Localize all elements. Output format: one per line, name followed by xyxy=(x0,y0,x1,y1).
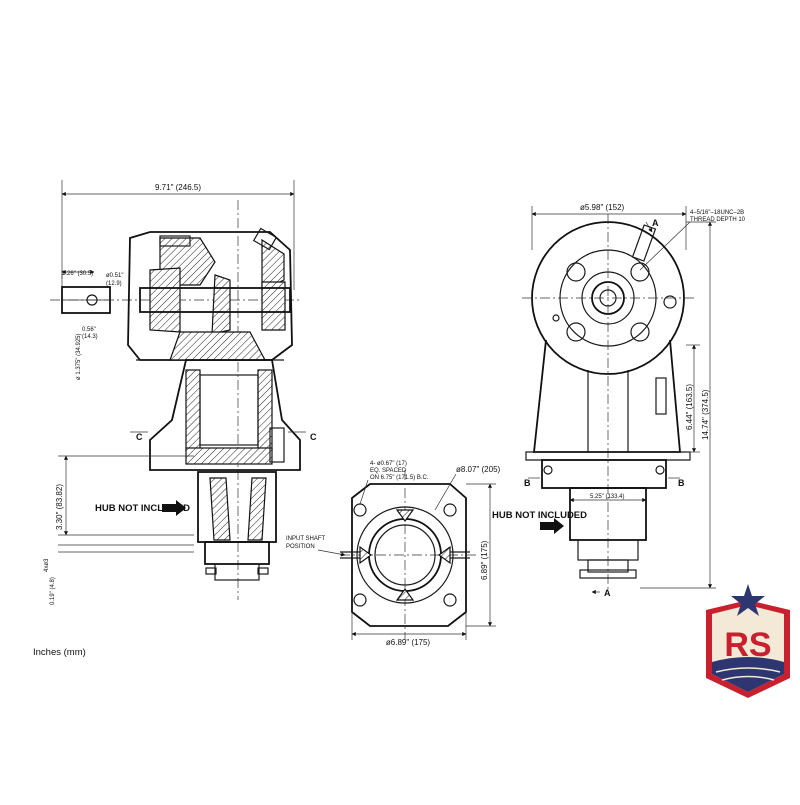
bolt-pattern-line-1: 4- ø0.67" (17) xyxy=(370,461,407,467)
hub-callout-right: HUB NOT INCLUDED xyxy=(492,510,587,521)
output-offset-dim: 0.19" (4.8) xyxy=(50,577,56,605)
section-a-top: A xyxy=(652,218,659,228)
hub-arrow-left-icon xyxy=(162,500,186,516)
section-c-left: C xyxy=(136,432,143,442)
key-width-dim: 0.56" xyxy=(82,327,96,333)
side-section-view: 9.71" (246.5) 1.26" (30.5) ø0.51" (12.9)… xyxy=(44,180,317,605)
hub-arrow-right-icon xyxy=(540,518,564,534)
bolt-pattern-line-2: EQ. SPACED xyxy=(370,468,407,474)
shaft-length-dim: 1.26" (30.5) xyxy=(62,271,93,277)
logo-text: RS xyxy=(724,626,771,664)
shaft-dia-mm-dim: (12.9) xyxy=(106,281,122,287)
section-c-right: C xyxy=(310,432,317,442)
flange-dia-dim: ø8.07" (205) xyxy=(456,465,501,474)
input-shaft-label-1: INPUT SHAFT xyxy=(286,536,326,542)
face-dia-dim: ø5.98" (152) xyxy=(580,203,625,212)
rs-logo: RS xyxy=(706,584,790,698)
bolt-pattern-line-3: ON 6.75" (171.5) B.C. xyxy=(370,475,429,481)
units-note: Inches (mm) xyxy=(33,647,86,658)
input-dia-dim: ø 1.375" (34.925) xyxy=(76,334,82,381)
height-2-dim: 14.74" (374.5) xyxy=(701,389,710,440)
front-view: ø5.98" (152) 4–5/16"–18UNC–2B THREAD DEP… xyxy=(492,203,746,598)
input-shaft-label-2: POSITION xyxy=(286,544,315,550)
height-1-dim: 6.44" (163.5) xyxy=(685,384,694,430)
section-b-left: B xyxy=(524,478,531,488)
shaft-dia-dim: ø0.51" xyxy=(106,273,123,279)
bottom-height-dim: 6.89" (175) xyxy=(480,540,489,580)
overall-width-dim: 9.71" (246.5) xyxy=(155,183,201,192)
output-height-dim: 3.30" (83.82) xyxy=(55,484,64,530)
logo-star-icon xyxy=(731,584,765,616)
output-pin-dim: 4xø3 xyxy=(44,558,50,572)
hub-callout-left: HUB NOT INCLUDED xyxy=(95,503,190,514)
thread-spec-2: THREAD DEPTH 10 xyxy=(690,217,746,223)
logo-field-icon xyxy=(712,657,784,692)
section-a-bottom: A xyxy=(604,588,611,598)
bottom-view: 4- ø0.67" (17) EQ. SPACED ON 6.75" (171.… xyxy=(286,461,501,647)
key-width-mm-dim: (14.3) xyxy=(82,334,98,340)
thread-spec-1: 4–5/16"–18UNC–2B xyxy=(690,210,744,216)
bottom-width-dim: ø6.89" (175) xyxy=(386,638,431,647)
section-b-right: B xyxy=(678,478,685,488)
hub-width-dim: 5.25" (133.4) xyxy=(590,494,625,500)
